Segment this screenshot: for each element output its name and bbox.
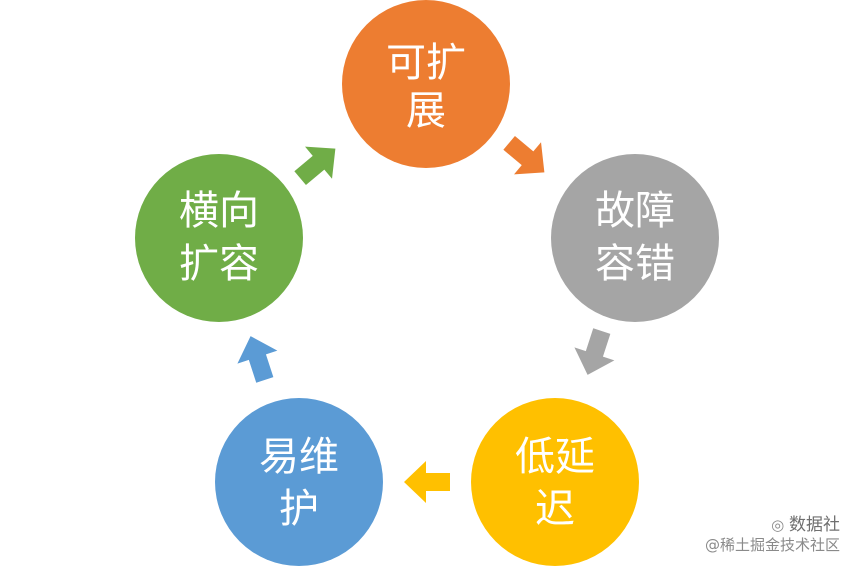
- arrow-low-latency-to-maintainable: [404, 461, 450, 503]
- node-fault-tolerant: 故障 容错: [551, 154, 719, 322]
- node-horizontal-scaling: 横向 扩容: [135, 154, 303, 322]
- watermark-brand: 数据社: [789, 515, 840, 535]
- wechat-icon: ◎: [771, 516, 785, 534]
- node-low-latency-line-2: 迟: [535, 486, 575, 532]
- node-horizontal-scaling-circle: [135, 154, 303, 322]
- node-maintainable-line-1: 易维: [259, 434, 339, 480]
- watermark: ◎ 数据社 @稀土掘金技术社区: [705, 515, 840, 555]
- arrow-maintainable-to-horizontal-scaling: [237, 336, 278, 383]
- node-horizontal-scaling-line-2: 扩容: [179, 241, 259, 287]
- node-low-latency-circle: [471, 398, 639, 566]
- node-maintainable-circle: [215, 398, 383, 566]
- node-scalable-line-2: 展: [406, 88, 446, 134]
- node-scalable: 可扩 展: [342, 0, 510, 168]
- node-fault-tolerant-line-1: 故障: [595, 188, 675, 234]
- node-fault-tolerant-circle: [551, 154, 719, 322]
- node-low-latency-line-1: 低延: [515, 434, 595, 480]
- node-scalable-line-1: 可扩: [386, 40, 466, 86]
- arrow-fault-tolerant-to-low-latency: [574, 328, 615, 375]
- node-low-latency: 低延 迟: [471, 398, 639, 566]
- arrow-horizontal-scaling-to-scalable: [294, 146, 336, 186]
- node-maintainable: 易维 护: [215, 398, 383, 566]
- node-maintainable-line-2: 护: [279, 486, 319, 532]
- node-scalable-circle: [342, 0, 510, 168]
- node-fault-tolerant-line-2: 容错: [595, 241, 675, 287]
- node-horizontal-scaling-line-1: 横向: [179, 188, 259, 234]
- watermark-site: @稀土掘金技术社区: [704, 536, 840, 554]
- arrow-scalable-to-fault-tolerant: [503, 135, 545, 175]
